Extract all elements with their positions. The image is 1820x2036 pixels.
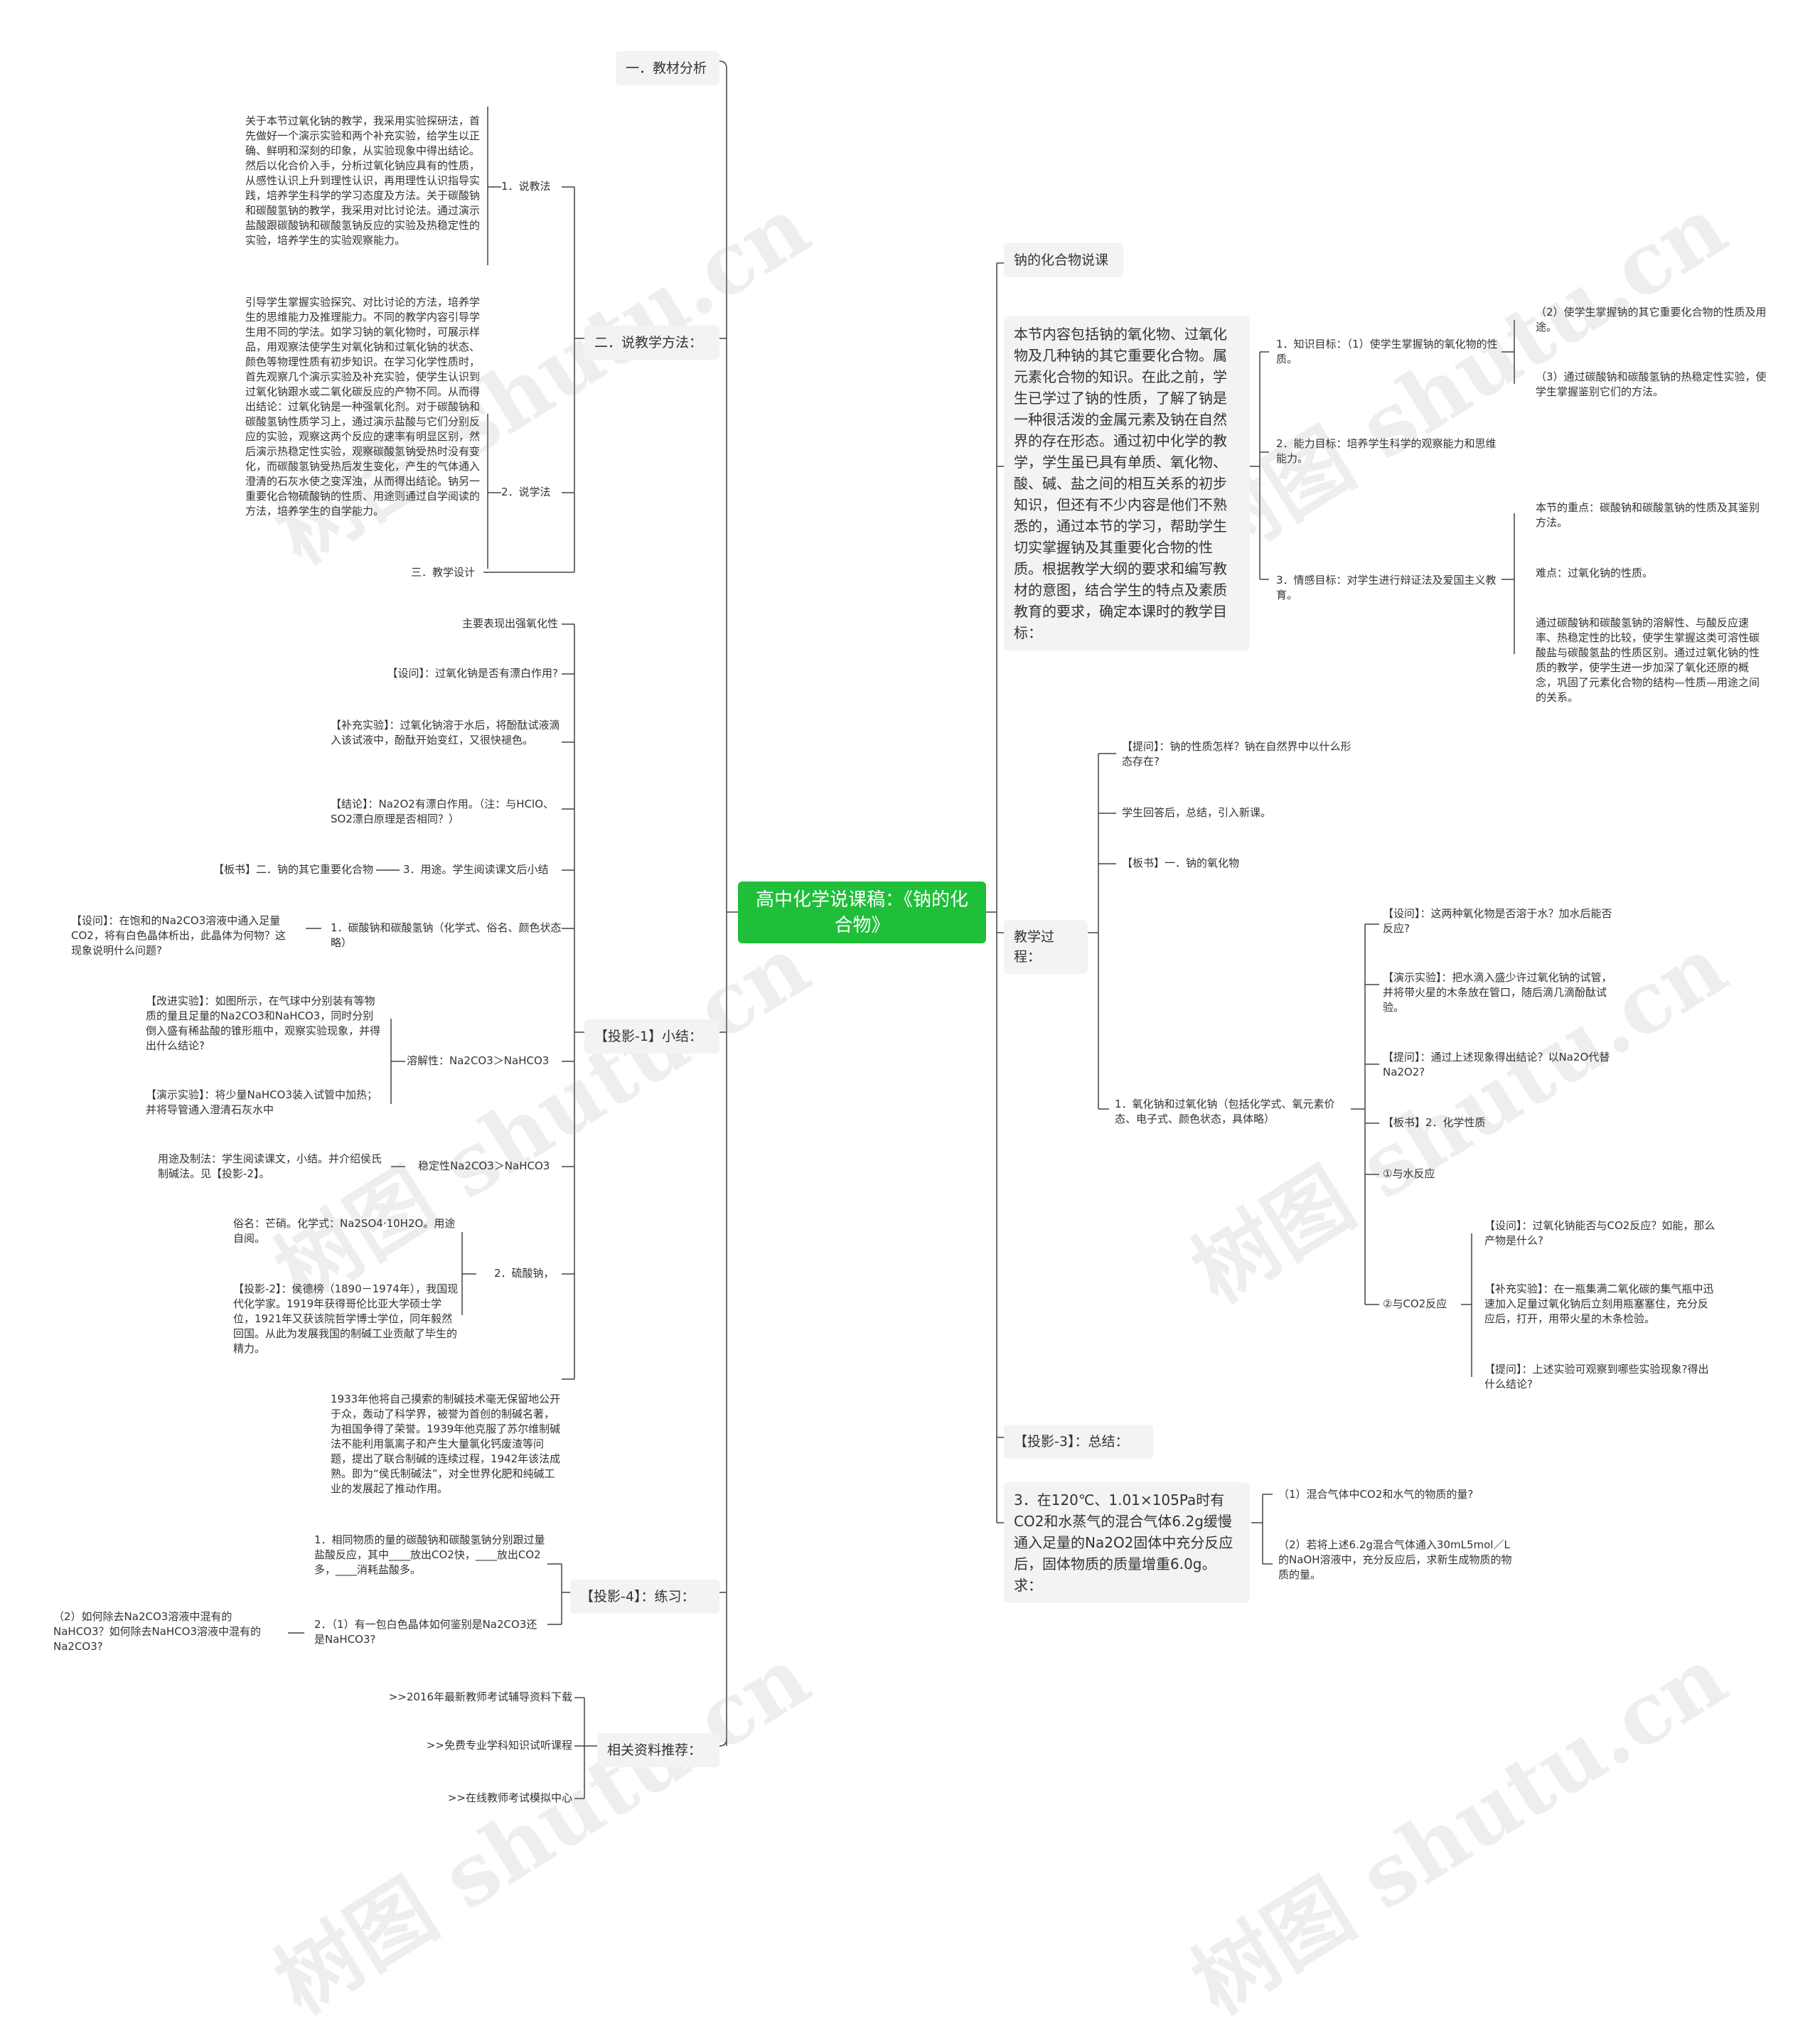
node-teaching-design[interactable]: 三．教学设计 xyxy=(410,566,475,579)
node-demo-heating[interactable]: 【演示实验】：将少量NaHCO3装入试管中加热；并将导管通入澄清石灰水中 xyxy=(146,1088,378,1116)
node-supplement-experiment[interactable]: 【补充实验】：过氧化钠溶于水后，将酚酞试液滴入该试液中，酚酞开始变红，又很快褪色… xyxy=(331,719,560,746)
node-react-co2[interactable]: ②与CO2反应 xyxy=(1383,1297,1447,1310)
node-learning-method-2-text: 引导学生掌握实验探究、对比讨论的方法，培养学生的思维能力及推理能力。不同的教学内… xyxy=(245,296,481,518)
node-exercise-2-sub[interactable]: （2）如何除去Na2CO3溶液中混有的NaHCO3？如何除去NaHCO3溶液中混… xyxy=(53,1610,262,1653)
node-sodium-sulfate[interactable]: 2．硫酸钠， xyxy=(494,1267,555,1280)
node-teaching-method-1-text: 关于本节过氧化钠的教学，我采用实验探研法，首先做好一个演示实验和两个补充实验，给… xyxy=(245,114,481,247)
root-topic[interactable]: 高中化学说课稿：《钠的化合物》 xyxy=(738,882,986,943)
branch-teaching-process[interactable]: 教学过程： xyxy=(1004,920,1088,974)
node-ability-goal[interactable]: 2．能力目标：培养学生科学的观察能力和思维能力。 xyxy=(1276,437,1497,465)
node-hou-process[interactable]: 1933年他将自己摸索的制碱技术毫无保留地公开于众，轰动了科学界，被誉为首创的制… xyxy=(331,1393,561,1495)
branch-projection-3-summary[interactable]: 【投影-3】：总结： xyxy=(1004,1425,1153,1459)
node-key-point[interactable]: 本节的重点：碳酸钠和碳酸氢钠的性质及其鉴别方法。 xyxy=(1536,501,1760,529)
resource-link-3[interactable]: >>在线教师考试模拟中心 xyxy=(447,1791,572,1804)
node-board-other-compounds[interactable]: 【板书】二．钠的其它重要化合物 xyxy=(213,863,373,876)
node-knowledge-goal-2[interactable]: （2）使学生掌握钠的其它重要化合物的性质及用途。 xyxy=(1536,306,1767,333)
node-question-sodium-nature[interactable]: 【提问】：钠的性质怎样？钠在自然界中以什么形态存在? xyxy=(1122,740,1351,768)
node-exercise-2[interactable]: 2．（1）有一包白色晶体如何鉴别是Na2CO3还是NaHCO3? xyxy=(314,1618,537,1646)
branch-projection-4-exercise[interactable]: 【投影-4】：练习： xyxy=(570,1580,719,1614)
node-teaching-method-1[interactable]: 1．说教法 xyxy=(501,180,551,193)
node-student-answer[interactable]: 学生回答后，总结，引入新课。 xyxy=(1122,806,1272,819)
node-conclusion-bleach[interactable]: 【结论】：Na2O2有漂白作用。（注：与HClO、SO2漂白原理是否相同？） xyxy=(331,798,555,825)
branch-textbook-analysis[interactable]: 一．教材分析 xyxy=(616,51,719,85)
node-board-chem-property[interactable]: 【板书】2．化学性质 xyxy=(1383,1116,1486,1129)
branch-intro-objectives[interactable]: 本节内容包括钠的氧化物、过氧化物及几种钠的其它重要化合物。属元素化合物的知识。在… xyxy=(1004,316,1250,650)
node-problem-part-2[interactable]: （2）若将上述6.2g混合气体通入30mL5mol／L的NaOH溶液中，充分反应… xyxy=(1278,1538,1512,1581)
node-comparison-text: 通过碳酸钠和碳酸氢钠的溶解性、与酸反应速率、热稳定性的比较，使学生掌握这类可溶性… xyxy=(1536,616,1760,704)
resource-link-1[interactable]: >>2016年最新教师考试辅导资料下载 xyxy=(388,1691,572,1703)
node-question-bleach[interactable]: 【设问】：过氧化钠是否有漂白作用? xyxy=(387,667,558,680)
node-stability[interactable]: 稳定性Na2CO3＞NaHCO3 xyxy=(418,1159,550,1172)
node-carbonate-bicarbonate[interactable]: 1．碳酸钠和碳酸氢钠（化学式、俗名、颜色状态略） xyxy=(331,921,562,949)
node-emotion-goal[interactable]: 3．情感目标：对学生进行辩证法及爱国主义教育。 xyxy=(1276,574,1497,601)
node-knowledge-goal-3[interactable]: （3）通过碳酸钠和碳酸氢钠的热稳定性实验，使学生掌握鉴别它们的方法。 xyxy=(1536,370,1767,398)
branch-sodium-compounds-lecture[interactable]: 钠的化合物说课 xyxy=(1004,243,1123,277)
node-board-sodium-oxide[interactable]: 【板书】一．钠的氧化物 xyxy=(1122,857,1240,869)
node-react-water[interactable]: ①与水反应 xyxy=(1383,1167,1435,1180)
branch-calculation-problem[interactable]: 3．在120℃、1.01×105Pa时有CO2和水蒸气的混合气体6.2g缓慢通入… xyxy=(1004,1482,1250,1603)
node-exercise-1[interactable]: 1．相同物质的量的碳酸钠和碳酸氢钠分别跟过量盐酸反应，其中____放出CO2快，… xyxy=(314,1533,545,1576)
node-strong-oxidizing[interactable]: 主要表现出强氧化性 xyxy=(461,617,558,630)
node-projection-2-hou[interactable]: 【投影-2】：侯德榜（1890－1974年），我国现代化学家。1919年获得哥伦… xyxy=(233,1282,459,1355)
node-mirabilite[interactable]: 俗名：芒硝。化学式：Na2SO4·10H2O。用途自阅。 xyxy=(233,1217,456,1245)
node-solubility[interactable]: 溶解性：Na2CO3＞NaHCO3 xyxy=(407,1054,550,1067)
branch-resources[interactable]: 相关资料推荐： xyxy=(597,1733,719,1767)
branch-projection-1-summary[interactable]: 【投影-1】小结： xyxy=(584,1019,719,1054)
node-question-conclusion[interactable]: 【提问】：通过上述现象得出结论？以Na2O代替Na2O2? xyxy=(1383,1051,1610,1078)
node-learning-method-2[interactable]: 2．说学法 xyxy=(501,486,551,498)
branch-teaching-method[interactable]: 二．说教学方法： xyxy=(584,326,719,360)
node-use-summary[interactable]: 3．用途。学生阅读课文后小结 xyxy=(403,863,549,876)
node-supplement-co2[interactable]: 【补充实验】：在一瓶集满二氧化碳的集气瓶中迅速加入足量过氧化钠后立刻用瓶塞塞住，… xyxy=(1484,1282,1714,1325)
node-difficult-point[interactable]: 难点：过氧化钠的性质。 xyxy=(1536,567,1654,579)
node-question-co2[interactable]: 【设问】：过氧化钠能否与CO2反应？如能，那么产物是什么? xyxy=(1484,1219,1715,1247)
node-question-saturated[interactable]: 【设问】：在饱和的Na2CO3溶液中通入足量CO2，将有白色晶体析出，此晶体为何… xyxy=(71,914,286,957)
node-question-dissolve[interactable]: 【设问】：这两种氧化物是否溶于水？加水后能否反应? xyxy=(1383,907,1612,935)
node-knowledge-goal[interactable]: 1．知识目标：（1）使学生掌握钠的氧化物的性质。 xyxy=(1276,338,1498,365)
node-problem-part-1[interactable]: （1）混合气体中CO2和水气的物质的量? xyxy=(1278,1488,1474,1501)
node-question-observe[interactable]: 【提问】：上述实验可观察到哪些实验现象?得出什么结论? xyxy=(1484,1363,1709,1391)
node-demo-water-peroxide[interactable]: 【演示实验】：把水滴入盛少许过氧化钠的试管，并将带火星的木条放在管口，随后滴几滴… xyxy=(1383,971,1612,1014)
node-use-production[interactable]: 用途及制法：学生阅读课文，小结。并介绍侯氏制碱法。见【投影-2】。 xyxy=(158,1152,382,1180)
node-improved-experiment[interactable]: 【改进实验】：如图所示，在气球中分别装有等物质的量且足量的Na2CO3和NaHC… xyxy=(146,995,381,1052)
resource-link-2[interactable]: >>免费专业学科知识试听课程 xyxy=(426,1739,572,1752)
node-oxide-peroxide[interactable]: 1．氧化钠和过氧化钠（包括化学式、氧元素价态、电子式、颜色状态，具体略） xyxy=(1115,1098,1335,1125)
connector-lines xyxy=(288,60,1515,1799)
